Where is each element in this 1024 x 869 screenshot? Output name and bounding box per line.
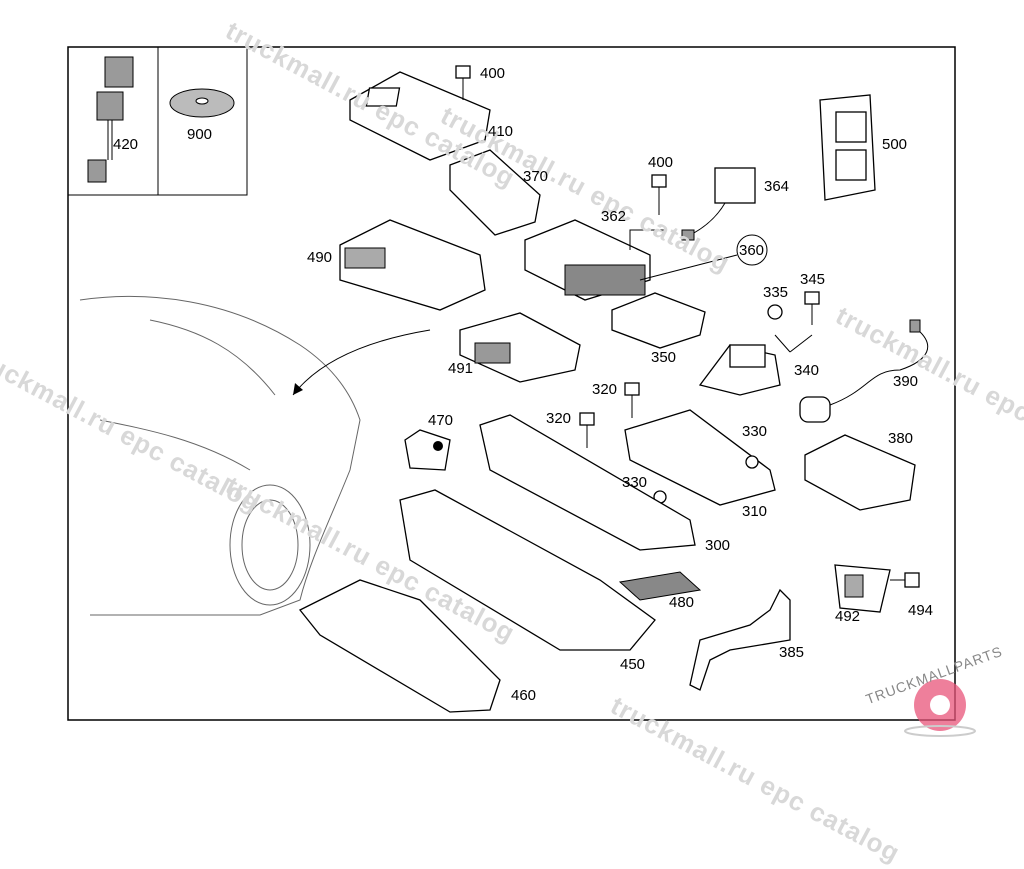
label-420: 420 — [113, 136, 139, 153]
label-330-left: 330 — [622, 474, 648, 491]
label-350: 350 — [651, 349, 677, 366]
part-494-bolt — [890, 572, 920, 588]
label-450: 450 — [620, 656, 646, 673]
part-300-carrier — [479, 414, 696, 551]
label-360: 360 — [739, 242, 765, 259]
part-410-module — [349, 71, 491, 161]
label-380: 380 — [888, 430, 914, 447]
label-400-top: 400 — [480, 65, 506, 82]
part-380-module — [804, 434, 916, 511]
label-480: 480 — [669, 594, 695, 611]
label-410: 410 — [488, 123, 514, 140]
label-390: 390 — [893, 373, 919, 390]
vehicle-outline — [79, 295, 361, 616]
part-400-bolt-mid — [651, 174, 667, 215]
label-385: 385 — [779, 644, 805, 661]
label-300: 300 — [705, 537, 731, 554]
part-500-module — [819, 94, 876, 201]
part-340-bracket — [698, 344, 781, 396]
part-335-nut — [767, 304, 783, 320]
part-385-bracket — [689, 588, 791, 691]
part-364-relay — [681, 167, 756, 241]
label-491: 491 — [448, 360, 474, 377]
truckmall-logo — [904, 679, 976, 737]
label-470: 470 — [428, 412, 454, 429]
part-491-module — [459, 312, 581, 383]
location-arrow — [292, 329, 431, 396]
part-320-bolt-right — [624, 382, 640, 418]
label-494: 494 — [908, 602, 934, 619]
part-362-module — [524, 219, 651, 301]
label-490: 490 — [307, 249, 333, 266]
diagram-frame — [67, 46, 956, 721]
part-492-bracket — [834, 564, 891, 613]
label-320-left: 320 — [546, 410, 572, 427]
part-310-carrier — [624, 409, 776, 506]
label-362: 362 — [601, 208, 627, 225]
label-330-right: 330 — [742, 423, 768, 440]
part-400-bolt-top — [455, 65, 471, 100]
part-420-connector — [87, 56, 134, 183]
part-470-bracket — [404, 429, 451, 471]
part-460-tray — [298, 579, 501, 713]
part-345-bolt — [804, 291, 820, 325]
label-320-right: 320 — [592, 381, 618, 398]
label-460: 460 — [511, 687, 537, 704]
label-900: 900 — [187, 126, 213, 143]
part-370-module — [449, 149, 541, 236]
label-492: 492 — [835, 608, 861, 625]
part-390-sensor — [799, 319, 929, 423]
label-364: 364 — [764, 178, 790, 195]
label-370: 370 — [523, 168, 549, 185]
part-900-disc — [169, 88, 235, 118]
callout-circle-360 — [736, 234, 768, 266]
label-340: 340 — [794, 362, 820, 379]
part-350-module — [611, 292, 706, 349]
part-490-module — [339, 219, 486, 311]
label-335: 335 — [763, 284, 789, 301]
parts-diagram — [67, 46, 976, 737]
label-500: 500 — [882, 136, 908, 153]
part-320-bolt-left — [579, 412, 595, 448]
label-400-mid: 400 — [648, 154, 674, 171]
inset-box — [68, 47, 248, 196]
part-330-nut-right — [745, 455, 759, 469]
part-450-tray — [399, 489, 656, 651]
label-310: 310 — [742, 503, 768, 520]
label-345: 345 — [800, 271, 826, 288]
part-480-pad — [618, 571, 702, 601]
